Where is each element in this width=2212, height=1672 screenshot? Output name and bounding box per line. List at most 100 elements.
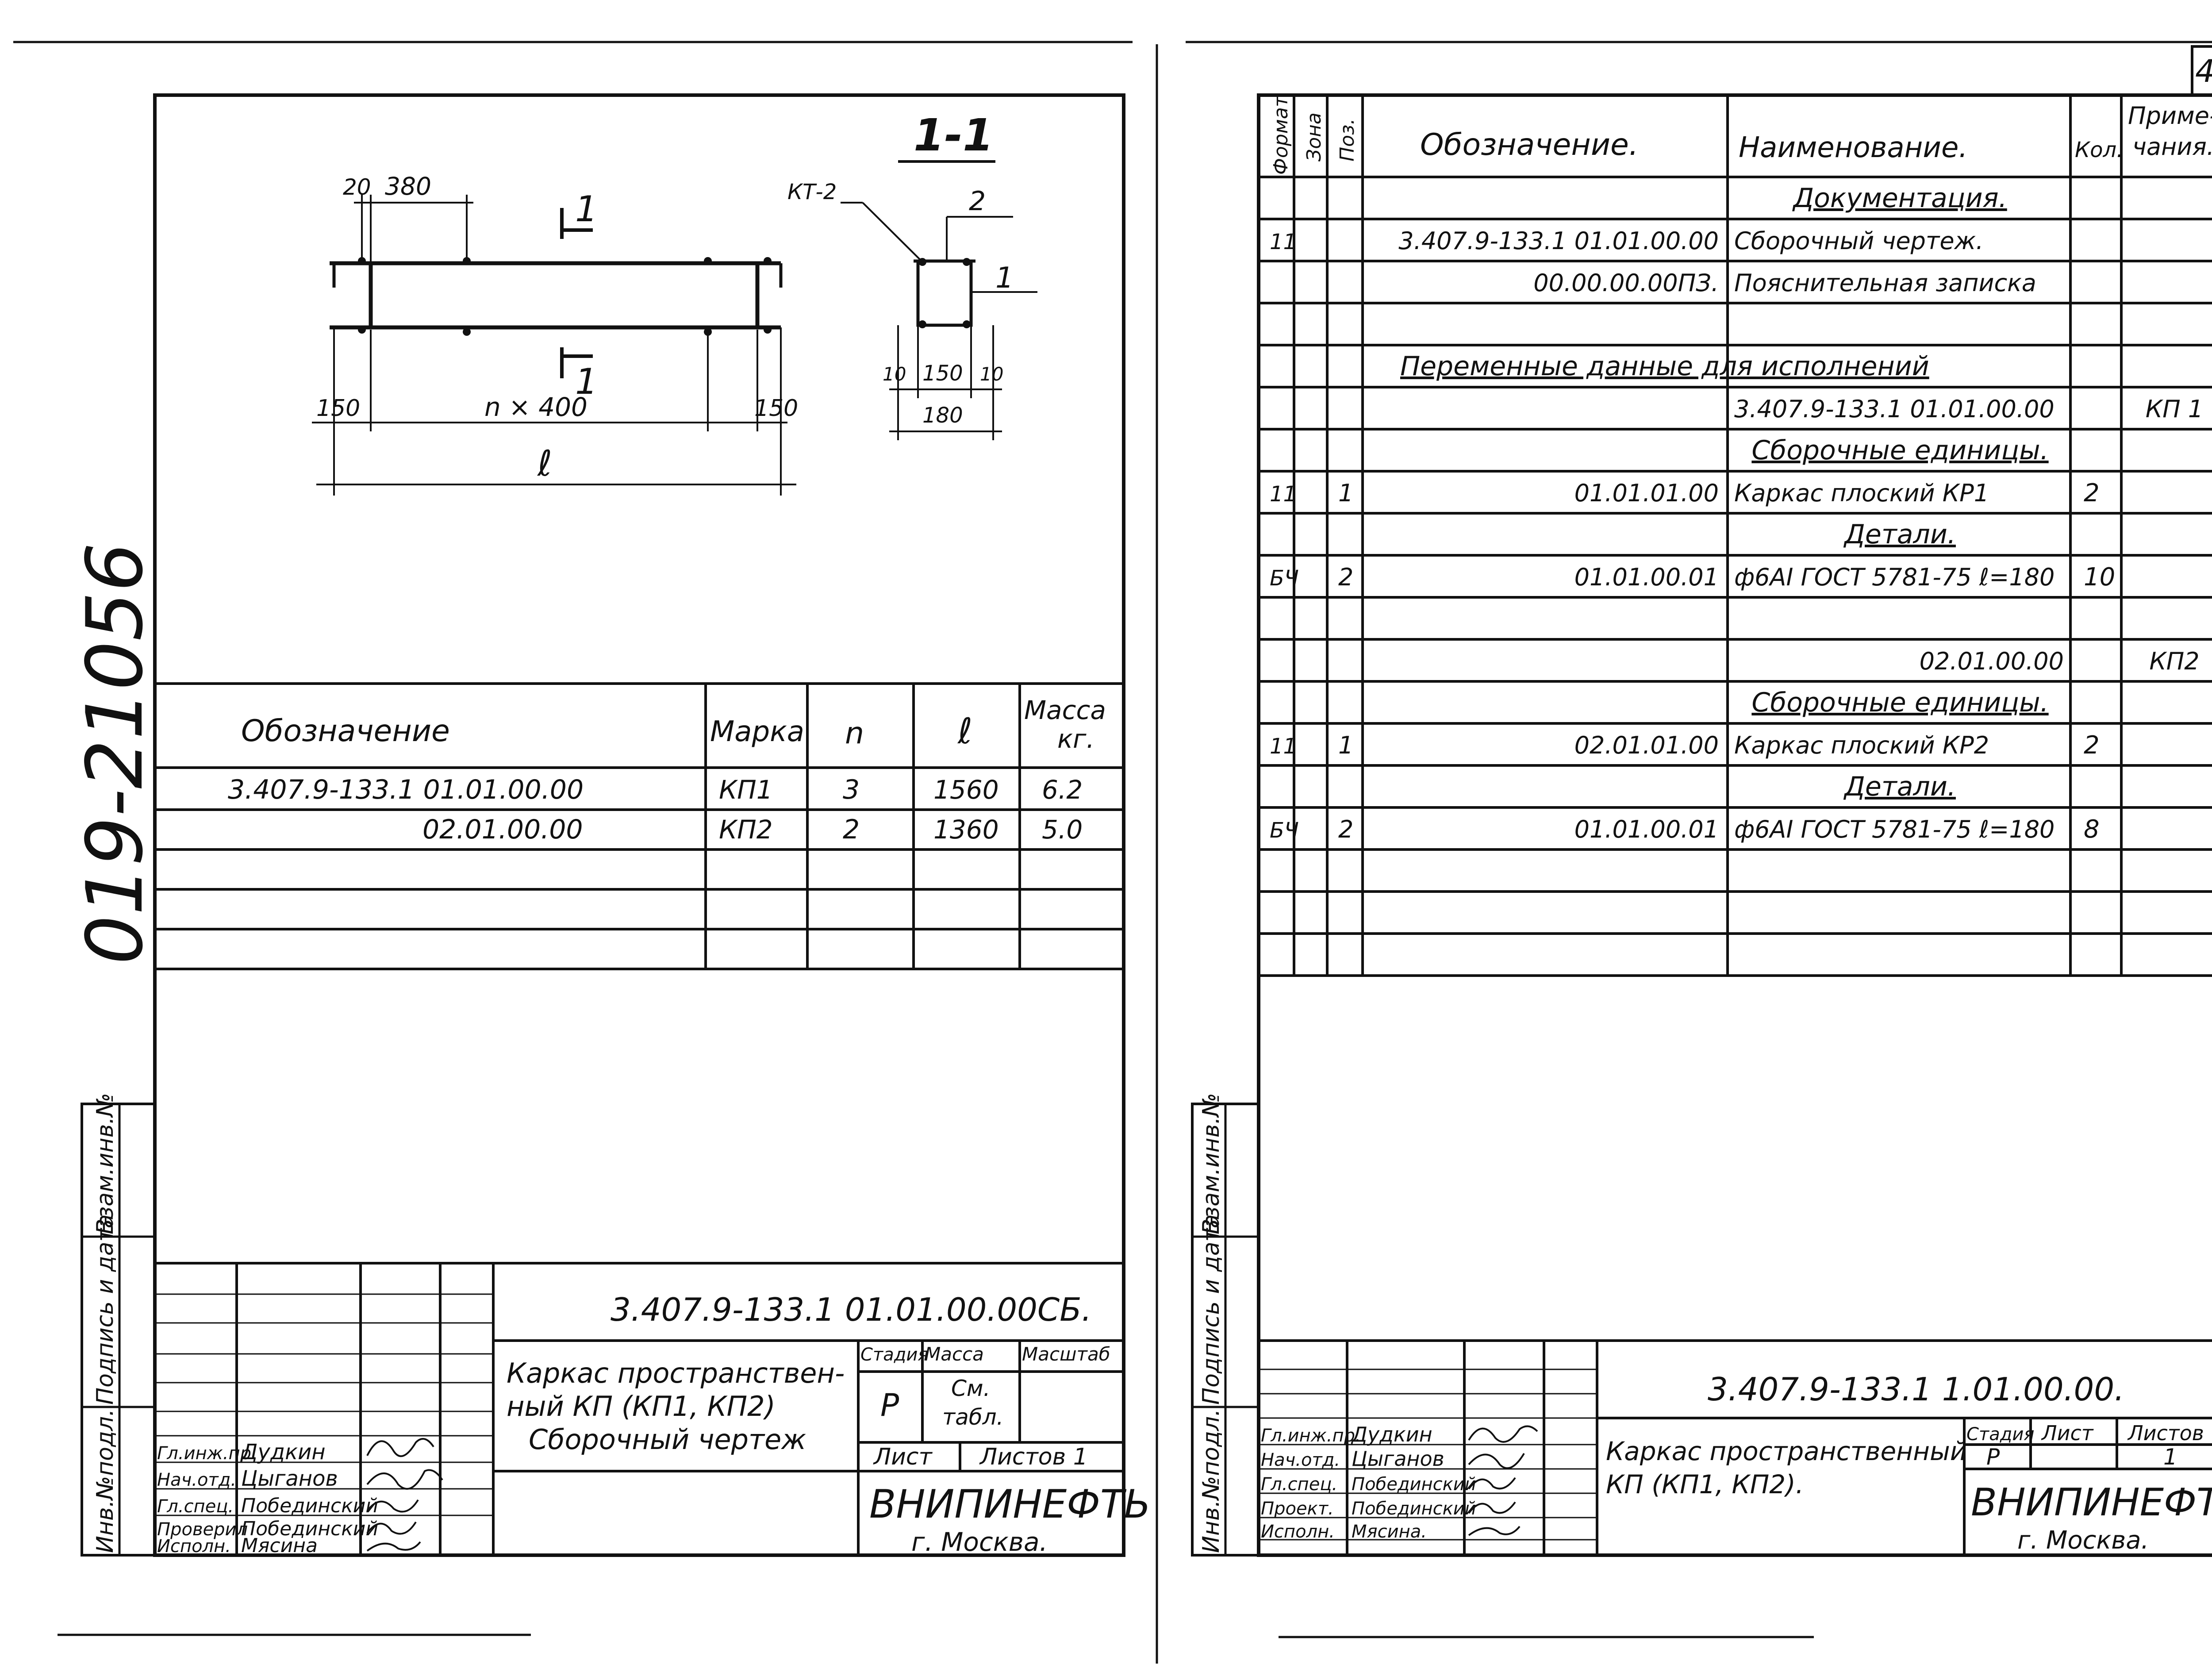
side-label-podpis: Подпись и дата xyxy=(1198,1214,1225,1405)
person-role: Нач.отд. xyxy=(157,1470,236,1490)
person-name: Дудкин xyxy=(240,1440,326,1464)
spec-header-qty: Кол. xyxy=(2075,138,2123,162)
side-code: 019-21056 xyxy=(70,542,160,965)
vt-header-l: ℓ xyxy=(957,711,972,752)
stamp-city: г. Москва. xyxy=(911,1527,1048,1557)
label-kt2: КТ-2 xyxy=(787,180,837,204)
right-title-block xyxy=(1259,1339,2212,1555)
cut-label-top: 1 xyxy=(575,188,598,230)
dim-10-b: 10 xyxy=(980,363,1003,385)
variant-table xyxy=(155,682,1124,970)
spec-cell-section-heading: Сборочные единицы. xyxy=(1751,687,2048,718)
left-people: Гл.инж.пр. Дудкин Нач.отд. Цыганов Гл.сп… xyxy=(157,1440,378,1557)
stamp-name-1: Каркас пространствен- xyxy=(507,1357,845,1389)
stamp-sheets: Листов 1 xyxy=(979,1444,1088,1470)
spec-cell-qty: 2 xyxy=(2084,731,2100,760)
dim-180-sec: 180 xyxy=(922,403,963,428)
spec-cell-name: ф6АI ГОСТ 5781-75 ℓ=180 xyxy=(1734,563,2055,591)
person-role: Гл.инж.пр. xyxy=(1261,1426,1361,1446)
spec-cell-span-heading: Переменные данные для исполнений xyxy=(1400,351,1929,382)
frame-elevation xyxy=(312,195,796,496)
spec-cell-section-heading: Детали. xyxy=(1843,771,1956,802)
person-name: Цыганов xyxy=(1352,1447,1444,1471)
stamp-h-scale: Масштаб xyxy=(1022,1343,1110,1365)
side-label-inv: Инв.№подл. xyxy=(92,1409,119,1553)
dim-150-left: 150 xyxy=(316,395,360,422)
spec-cell-section-heading: Детали. xyxy=(1843,519,1956,550)
spec-cell-pos: 1 xyxy=(1338,731,1353,759)
spec-cell-designation: 01.01.00.01 xyxy=(1575,815,1719,843)
person-role: Проект. xyxy=(1261,1499,1334,1519)
stamp-org: ВНИПИНЕФТЬ xyxy=(869,1481,1151,1527)
person-role: Гл.инж.пр. xyxy=(157,1443,257,1464)
stamp-h-mass: Масса xyxy=(925,1343,984,1365)
spec-cell-format: 11 xyxy=(1270,230,1297,254)
dim-n400: n × 400 xyxy=(484,392,588,422)
dim-150-right: 150 xyxy=(754,395,798,422)
spec-cell-format: 11 xyxy=(1270,734,1297,759)
vt-cell-n: 3 xyxy=(843,774,860,805)
vt-header-mass1: Масса xyxy=(1024,695,1106,725)
dim-150-sec: 150 xyxy=(922,361,963,386)
right-people: Гл.инж.пр. Дудкин Нач.отд. Цыганов Гл.сп… xyxy=(1261,1422,1476,1542)
person-role: Исполн. xyxy=(157,1536,231,1557)
spec-cell-designation: 3.407.9-133.1 01.01.00.00 xyxy=(1398,227,1719,255)
stamp-h-sheets: Листов xyxy=(2127,1421,2204,1445)
signatures xyxy=(366,1438,443,1552)
spec-header-note-2: чания. xyxy=(2132,133,2212,161)
stamp-sheet: Лист xyxy=(873,1444,933,1470)
left-frame xyxy=(153,93,1125,1557)
vt-cell-l: 1360 xyxy=(933,815,999,845)
frame-section xyxy=(841,202,1037,440)
spec-table-grid xyxy=(1259,95,2212,977)
right-sheet: 44 Взам.инв.№ Подпись и дата Инв.№подл. … xyxy=(1191,45,2212,1557)
spec-cell-designation: 00.00.00.00ПЗ. xyxy=(1533,269,1719,297)
stamp-h-stage: Стадия xyxy=(1966,1424,2034,1445)
vt-row-1: 3.407.9-133.1 01.01.00.00 КП1 3 1560 6.2 xyxy=(228,774,1083,805)
vt-cell-mark: КП2 xyxy=(719,815,773,845)
person-name: Цыганов xyxy=(241,1466,338,1491)
side-label-vzam: Взам.инв.№ xyxy=(1198,1093,1225,1234)
stamp-name-1: Каркас пространственный xyxy=(1606,1436,1966,1466)
stamp-code: 3.407.9-133.1 1.01.00.00. xyxy=(1708,1371,2124,1408)
spec-cell-name: ф6АI ГОСТ 5781-75 ℓ=180 xyxy=(1734,815,2055,843)
stamp-mass-1: См. xyxy=(951,1376,991,1401)
person-role: Гл.спец. xyxy=(1261,1474,1337,1495)
dim-10-a: 10 xyxy=(883,363,906,385)
person-role: Исполн. xyxy=(1261,1522,1335,1542)
vt-header-n: n xyxy=(845,716,864,751)
spec-cell-designation: 01.01.00.01 xyxy=(1575,563,1719,591)
stamp-name-2: ный КП (КП1, КП2) xyxy=(507,1390,776,1422)
stamp-code: 3.407.9-133.1 01.01.00.00СБ. xyxy=(611,1291,1092,1328)
left-title-block xyxy=(155,1262,1124,1555)
spec-header-designation: Обозначение. xyxy=(1420,127,1638,162)
spec-cell-qty: 8 xyxy=(2084,815,2100,844)
person-name: Дудкин xyxy=(1351,1422,1432,1446)
spec-header-name: Наименование. xyxy=(1739,131,1968,164)
label-pos-1: 1 xyxy=(995,261,1014,295)
side-label-inv: Инв.№подл. xyxy=(1198,1409,1225,1553)
vt-cell-mass: 6.2 xyxy=(1042,775,1083,805)
vt-header-designation: Обозначение xyxy=(241,714,450,749)
stamp-stage: Р xyxy=(1986,1444,2000,1470)
vt-row-2: 02.01.00.00 КП2 2 1360 5.0 xyxy=(422,814,1083,845)
vt-header-mass2: кг. xyxy=(1057,724,1094,754)
stamp-h-sheet: Лист xyxy=(2041,1421,2094,1445)
vt-cell-designation: 3.407.9-133.1 01.01.00.00 xyxy=(228,774,584,805)
stamp-h-stage: Стадия xyxy=(860,1345,928,1365)
dim-l: ℓ xyxy=(537,443,552,484)
vt-cell-designation: 02.01.00.00 xyxy=(422,814,583,845)
stamp-city: г. Москва. xyxy=(2017,1526,2149,1555)
person-name: Мясина. xyxy=(1352,1522,1427,1542)
right-frame xyxy=(1257,93,2212,1557)
spec-cell-format: БЧ xyxy=(1270,818,1299,843)
person-name: Побединский xyxy=(241,1495,378,1517)
vt-cell-mark: КП1 xyxy=(719,775,773,805)
person-role: Гл.спец. xyxy=(157,1496,234,1517)
spec-cell-name: 02.01.00.00 xyxy=(1920,647,2064,675)
left-sheet: 019-21056 Взам.инв.№ Подпись и дата Инв.… xyxy=(70,93,1151,1557)
spec-cell-name: 3.407.9-133.1 01.01.00.00 xyxy=(1734,395,2055,423)
person-name: Побединский xyxy=(1352,1474,1476,1495)
